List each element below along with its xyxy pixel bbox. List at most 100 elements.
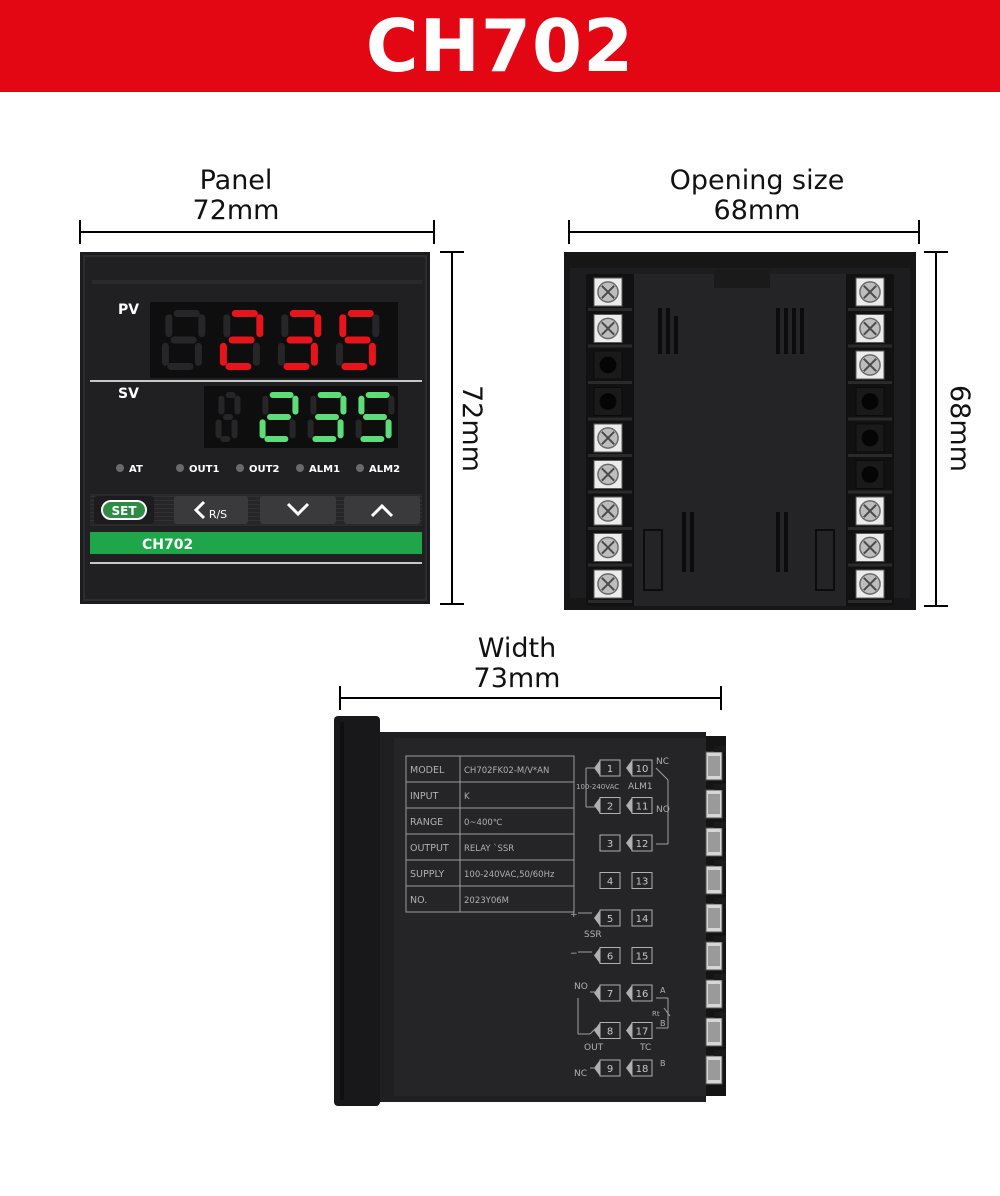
wiring-label: + (570, 910, 578, 920)
front-height-label: 72mm (456, 385, 487, 472)
panel-value: 72mm (192, 195, 280, 226)
terminal-number: 10 (626, 759, 653, 777)
sv-label: SV (118, 386, 139, 402)
side-screw (705, 1050, 726, 1085)
spec-key: SUPPLY (410, 869, 444, 880)
opening-value: 68mm (713, 195, 801, 226)
panel-label: Panel (199, 165, 273, 196)
side-screw (705, 746, 726, 781)
svg-text:1: 1 (607, 764, 613, 775)
rear-terminal-strip-right (846, 274, 894, 606)
wiring-label: TC (639, 1043, 651, 1053)
indicator-led: ALM2 (356, 464, 400, 475)
chevron-down-icon (286, 502, 310, 517)
terminal-number: 16 (626, 984, 653, 1002)
indicator-led: ALM1 (296, 464, 340, 475)
opening-dimension-label: Opening size 68mm (644, 166, 870, 226)
wiring-label: 100-240VAC (576, 783, 619, 791)
opening-dimension-tick-left (568, 220, 570, 244)
opening-dimension-tick-right (918, 220, 920, 244)
terminal-hole (861, 429, 879, 447)
terminal-hole (861, 466, 879, 483)
side-screw (705, 1012, 726, 1047)
opening-dimension-line (569, 231, 919, 233)
rear-height-tick-bottom (924, 605, 948, 607)
width-dimension-line (340, 697, 721, 699)
terminal-number: 4 (599, 872, 621, 889)
svg-text:2: 2 (607, 802, 613, 813)
rs-button[interactable]: R/S (174, 496, 248, 524)
svg-text:3: 3 (607, 839, 613, 850)
front-height-line (451, 252, 453, 604)
led-dot (236, 464, 244, 472)
panel-dimension-tick-right (433, 220, 435, 244)
terminal-number: 17 (626, 1022, 653, 1039)
screw-terminal (593, 277, 623, 307)
svg-text:10: 10 (636, 764, 649, 775)
panel-dimension-label: Panel 72mm (136, 166, 336, 226)
pv-digit (219, 310, 264, 370)
wiring-label: NC (574, 1069, 587, 1079)
side-screw (705, 898, 726, 933)
side-screw (705, 974, 726, 1009)
rear-height-line (935, 252, 937, 606)
terminal-number: 2 (594, 797, 621, 814)
width-dimension-label: Width 73mm (430, 634, 604, 694)
pv-label: PV (118, 302, 139, 318)
up-button[interactable] (344, 496, 420, 524)
terminal-number: 13 (631, 872, 653, 889)
terminal-number: 9 (594, 1059, 621, 1077)
down-button[interactable] (260, 496, 336, 524)
led-dot (296, 464, 304, 472)
spec-key: OUTPUT (410, 843, 449, 854)
spec-value: 0~400℃ (464, 818, 503, 828)
wiring-label: NC (656, 757, 669, 767)
screw-terminal (593, 533, 623, 562)
rear-panel (564, 252, 916, 610)
terminal-hole (599, 356, 617, 374)
wiring-label: ALM1 (628, 782, 653, 792)
model-strip (90, 532, 422, 554)
screw-terminal (593, 569, 623, 599)
set-button[interactable]: SET (94, 496, 154, 524)
front-height-tick-bottom (440, 603, 464, 605)
wiring-label: NO (656, 805, 670, 815)
product-title: CH702 (365, 4, 635, 88)
wiring-label: Rt (652, 1010, 660, 1018)
chevron-up-icon (370, 503, 394, 518)
svg-text:9: 9 (607, 1064, 613, 1075)
pv-digit (335, 310, 380, 370)
rear-height-label: 68mm (944, 385, 975, 472)
terminal-number: 14 (631, 909, 653, 927)
set-button-label: SET (111, 504, 137, 518)
screw-terminal (593, 423, 623, 453)
sv-digit (215, 392, 241, 442)
svg-text:4: 4 (607, 877, 613, 888)
terminal-number: 7 (594, 984, 621, 1002)
spec-value: CH702FK02-M/V*AN (464, 766, 549, 776)
terminal-number: 1 (594, 759, 621, 777)
spec-value: 2023Y06M (464, 896, 509, 906)
spec-value: 100-240VAC,50/60Hz (464, 870, 555, 880)
indicator-led: OUT1 (176, 464, 219, 475)
model-strip-label: CH702 (142, 537, 193, 553)
spec-key: RANGE (410, 817, 443, 828)
terminal-hole (599, 393, 617, 410)
spec-key: NO. (410, 895, 427, 906)
pv-digit (161, 310, 206, 370)
svg-text:5: 5 (607, 914, 613, 925)
spec-key: INPUT (410, 791, 439, 802)
indicator-led: OUT2 (236, 464, 279, 475)
pv-digits (161, 310, 380, 370)
spec-value: RELAY `SSR (464, 843, 514, 854)
terminal-number: 5 (594, 909, 621, 927)
opening-label: Opening size (669, 165, 845, 196)
svg-text:6: 6 (607, 952, 613, 963)
wiring-label: A (660, 986, 666, 995)
svg-text:14: 14 (636, 914, 649, 925)
width-value: 73mm (473, 663, 561, 694)
